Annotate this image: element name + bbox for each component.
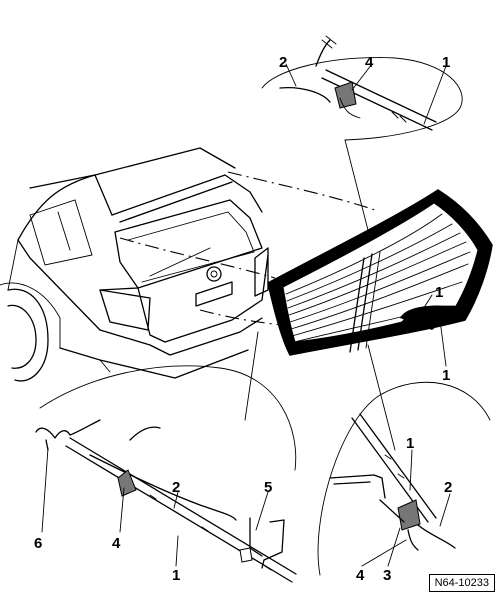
callout-br-4: 4 — [356, 567, 365, 584]
callout-top-1: 1 — [442, 54, 450, 71]
callout-br-3: 3 — [383, 567, 391, 584]
callout-bl-6: 6 — [34, 535, 42, 552]
reference-code: N64-10233 — [428, 574, 495, 592]
callout-leaders — [41, 63, 451, 567]
detail-top — [261, 35, 463, 239]
callout-bl-1: 1 — [172, 567, 180, 584]
heating-elements — [285, 213, 471, 343]
callout-bl-5: 5 — [264, 479, 272, 496]
callout-top-4: 4 — [365, 54, 374, 71]
callout-right-1-lower: 1 — [442, 367, 450, 384]
callout-br-1: 1 — [406, 435, 414, 452]
callout-bl-2: 2 — [172, 479, 180, 496]
callout-top-2: 2 — [279, 54, 287, 71]
detail-bottom-right — [317, 344, 491, 576]
detail-bottom-left — [35, 331, 297, 583]
callout-br-2: 2 — [444, 479, 452, 496]
leader-car-to-window-3 — [199, 309, 283, 326]
car-rear-view — [0, 147, 269, 382]
leader-car-to-window — [119, 237, 276, 279]
rear-window-glass — [267, 189, 493, 356]
leader-car-to-window-2 — [227, 171, 376, 211]
callout-right-1-upper: 1 — [435, 284, 443, 301]
callout-bl-4: 4 — [112, 535, 121, 552]
